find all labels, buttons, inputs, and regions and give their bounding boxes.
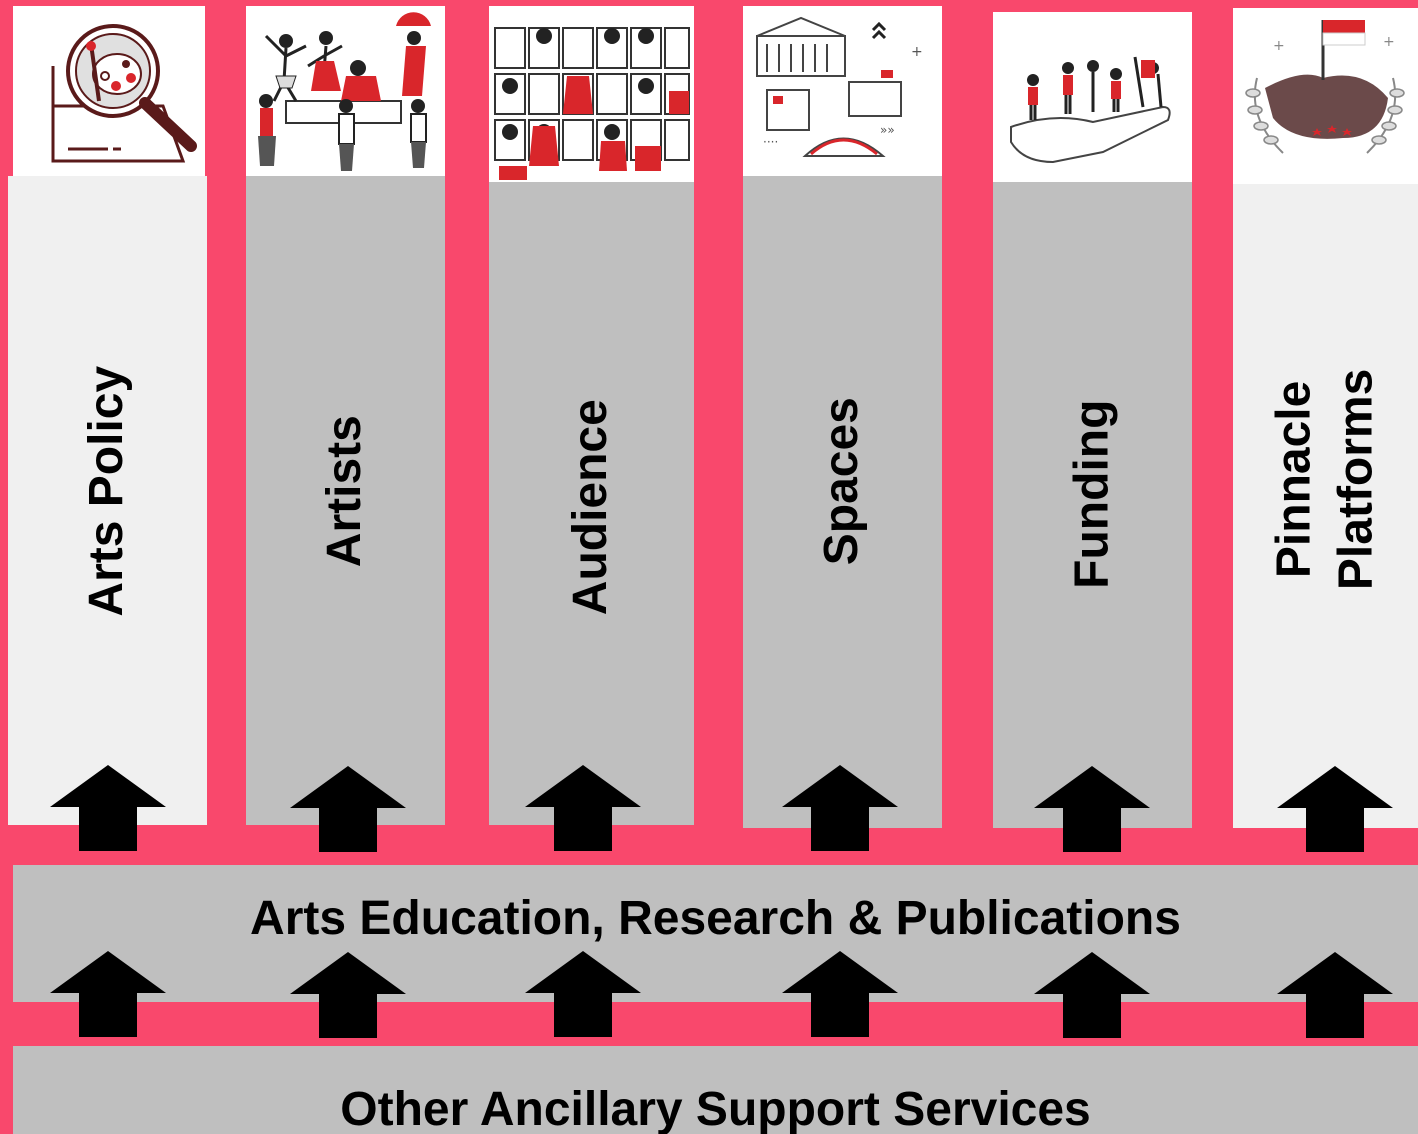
up-arrow-icon bbox=[1277, 766, 1393, 852]
pillar-body bbox=[993, 182, 1192, 828]
hand-supporting-artists-icon bbox=[993, 12, 1192, 182]
up-arrow-icon bbox=[1034, 952, 1150, 1038]
performers-icon bbox=[246, 6, 445, 176]
svg-text:····: ···· bbox=[763, 135, 778, 149]
pillar-body bbox=[743, 176, 942, 828]
up-arrow-icon bbox=[50, 765, 166, 851]
pillar-label-line1: Pinnacle bbox=[1267, 380, 1321, 578]
pillar-label-line2: Platforms bbox=[1329, 368, 1383, 590]
up-arrow-icon bbox=[525, 951, 641, 1037]
pillar-spaces: + »» ···· Spaces bbox=[743, 6, 942, 828]
up-arrow-icon bbox=[782, 951, 898, 1037]
education-band-label: Arts Education, Research & Publications bbox=[250, 892, 1181, 945]
pillar-label: Funding bbox=[1065, 399, 1119, 590]
up-arrow-icon bbox=[1034, 766, 1150, 852]
audience-crowd-icon bbox=[489, 6, 694, 182]
pillar-label: Spaces bbox=[815, 396, 869, 566]
magnifier-palette-icon bbox=[13, 6, 205, 176]
up-arrow-icon bbox=[50, 951, 166, 1037]
pillar-label: Audience bbox=[564, 398, 618, 616]
pillar-arts-policy: Arts Policy bbox=[8, 6, 207, 825]
flag-laurel-icon: + + bbox=[1233, 8, 1418, 184]
svg-text:+: + bbox=[1383, 34, 1395, 50]
pillar-label: Pinnacle Platforms bbox=[1263, 368, 1388, 589]
buildings-icon: + »» ···· bbox=[743, 6, 942, 176]
pillar-pinnacle-platforms: + + Pinnacle Platforms bbox=[1233, 8, 1418, 828]
up-arrow-icon bbox=[290, 952, 406, 1038]
pillar-label: Artists bbox=[318, 414, 372, 568]
pillar-artists: Artists bbox=[246, 6, 445, 825]
up-arrow-icon bbox=[1277, 952, 1393, 1038]
pillar-funding: Funding bbox=[993, 12, 1192, 828]
svg-text:+: + bbox=[911, 44, 923, 60]
pillar-body bbox=[246, 176, 445, 825]
up-arrow-icon bbox=[525, 765, 641, 851]
pillar-body bbox=[1233, 184, 1418, 828]
ancillary-band-label: Other Ancillary Support Services bbox=[340, 1083, 1091, 1134]
up-arrow-icon bbox=[290, 766, 406, 852]
pillar-body bbox=[489, 182, 694, 825]
up-arrow-icon bbox=[782, 765, 898, 851]
pillar-audience: Audience bbox=[489, 6, 694, 825]
education-band: Arts Education, Research & Publications bbox=[13, 865, 1418, 1002]
pillar-body bbox=[8, 176, 207, 825]
pillar-label: Arts Policy bbox=[80, 365, 134, 617]
svg-text:»»: »» bbox=[880, 123, 895, 137]
svg-text:+: + bbox=[1273, 38, 1285, 54]
ancillary-band: Other Ancillary Support Services bbox=[13, 1046, 1418, 1134]
